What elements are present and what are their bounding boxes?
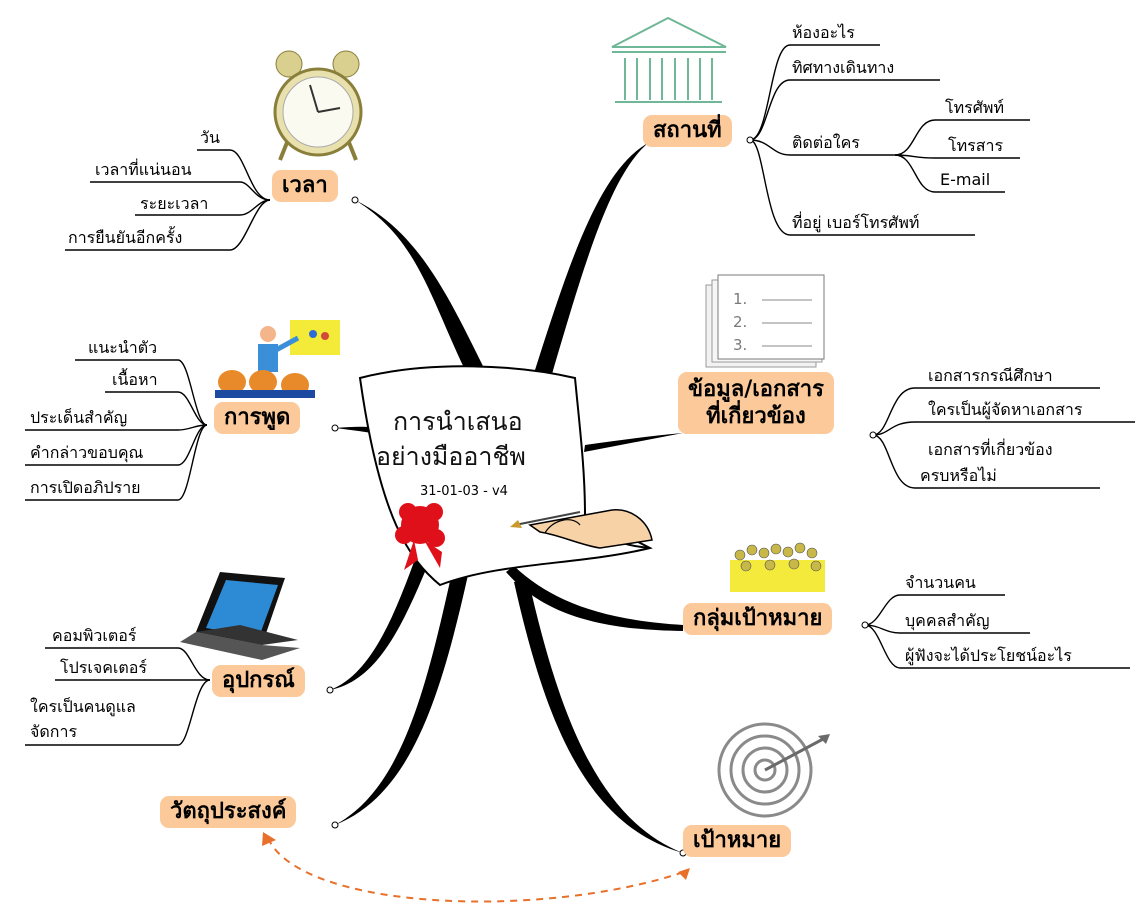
writing-hand-icon <box>510 509 653 549</box>
dashed-link <box>267 837 685 903</box>
branch-objective <box>335 572 468 825</box>
checklist-number-1: 1. <box>733 290 748 308</box>
topic-equipment[interactable]: อุปกรณ์ <box>212 665 305 697</box>
time-item-confirm[interactable]: การยืนยันอีกครั้ง <box>68 228 183 247</box>
place-item-direction[interactable]: ทิศทางเดินทาง <box>792 58 895 77</box>
link-arrow-right <box>678 868 690 880</box>
alarm-clock-icon <box>273 50 363 161</box>
topic-docs[interactable]: ข้อมูล/เอกสาร ที่เกี่ยวข้อง <box>678 372 834 434</box>
contact-item-phone[interactable]: โทรศัพท์ <box>945 98 1004 117</box>
link-arrow-left <box>262 832 276 846</box>
checklist-icon <box>705 274 825 368</box>
time-item-exact-time[interactable]: เวลาที่แน่นอน <box>95 160 192 179</box>
speech-item-discussion[interactable]: การเปิดอภิปราย <box>30 478 141 497</box>
building-icon <box>611 16 727 103</box>
branch-time <box>355 200 488 380</box>
checklist-number-3: 3. <box>733 336 748 354</box>
topic-time[interactable]: เวลา <box>272 170 338 202</box>
topic-docs-line2: ที่เกี่ยวข้อง <box>706 404 806 429</box>
topic-audience[interactable]: กลุ่มเป้าหมาย <box>683 603 833 635</box>
branch-place <box>535 143 648 374</box>
speech-item-thanks[interactable]: คำกล่าวขอบคุณ <box>30 443 144 462</box>
equipment-item-caretaker-line2[interactable]: จัดการ <box>30 722 78 741</box>
place-item-address-phone[interactable]: ที่อยู่ เบอร์โทรศัพท์ <box>792 213 920 232</box>
contact-item-email[interactable]: E-mail <box>940 170 991 189</box>
wax-seal-icon <box>395 503 445 570</box>
speech-item-key-points[interactable]: ประเด็นสำคัญ <box>30 408 128 427</box>
time-item-duration[interactable]: ระยะเวลา <box>140 194 209 213</box>
place-item-contact[interactable]: ติดต่อใคร <box>792 133 860 152</box>
docs-item-provider[interactable]: ใครเป็นผู้จัดหาเอกสาร <box>928 400 1083 419</box>
docs-item-related-line1[interactable]: เอกสารที่เกี่ยวข้อง <box>928 440 1053 459</box>
center-date: 31-01-03 - v4 <box>420 484 508 499</box>
equipment-item-computer[interactable]: คอมพิวเตอร์ <box>52 626 137 645</box>
time-item-day[interactable]: วัน <box>200 128 220 147</box>
docs-item-case-study[interactable]: เอกสารกรณีศึกษา <box>928 366 1053 385</box>
topic-speech[interactable]: การพูด <box>214 402 301 434</box>
branch-joints <box>326 136 877 857</box>
topic-target[interactable]: เป้าหมาย <box>683 825 792 857</box>
laptop-icon <box>180 572 300 660</box>
docs-item-related-line2[interactable]: ครบหรือไม่ <box>920 466 997 485</box>
branch-docs <box>584 433 683 452</box>
topic-docs-line1: ข้อมูล/เอกสาร <box>688 377 824 402</box>
sub-branches <box>25 44 1135 746</box>
place-item-room[interactable]: ห้องอะไร <box>792 23 855 42</box>
crowd-icon <box>730 542 825 592</box>
audience-item-benefit[interactable]: ผู้ฟังจะได้ประโยชน์อะไร <box>905 646 1072 665</box>
audience-item-vip[interactable]: บุคคลสำคัญ <box>905 611 990 630</box>
speech-item-introduction[interactable]: แนะนำตัว <box>88 338 158 357</box>
branch-target <box>514 578 683 853</box>
target-icon <box>717 722 830 818</box>
checklist-number-2: 2. <box>733 313 748 331</box>
topic-place[interactable]: สถานที่ <box>643 115 732 147</box>
speech-item-content[interactable]: เนื้อหา <box>112 370 158 389</box>
presenter-icon <box>215 320 340 398</box>
contact-item-fax[interactable]: โทรสาร <box>948 136 1004 155</box>
branch-audience <box>506 566 683 631</box>
equipment-item-caretaker-line1[interactable]: ใครเป็นคนดูแล <box>30 697 136 716</box>
audience-item-count[interactable]: จำนวนคน <box>905 573 976 592</box>
center-title-line1: การนำเสนอ <box>393 407 523 436</box>
center-title-line2: อย่างมืออาชีพ <box>376 442 526 471</box>
topic-objective[interactable]: วัตถุประสงค์ <box>160 796 297 828</box>
branch-equipment <box>330 551 432 690</box>
equipment-item-projector[interactable]: โปรเจคเตอร์ <box>60 658 147 677</box>
